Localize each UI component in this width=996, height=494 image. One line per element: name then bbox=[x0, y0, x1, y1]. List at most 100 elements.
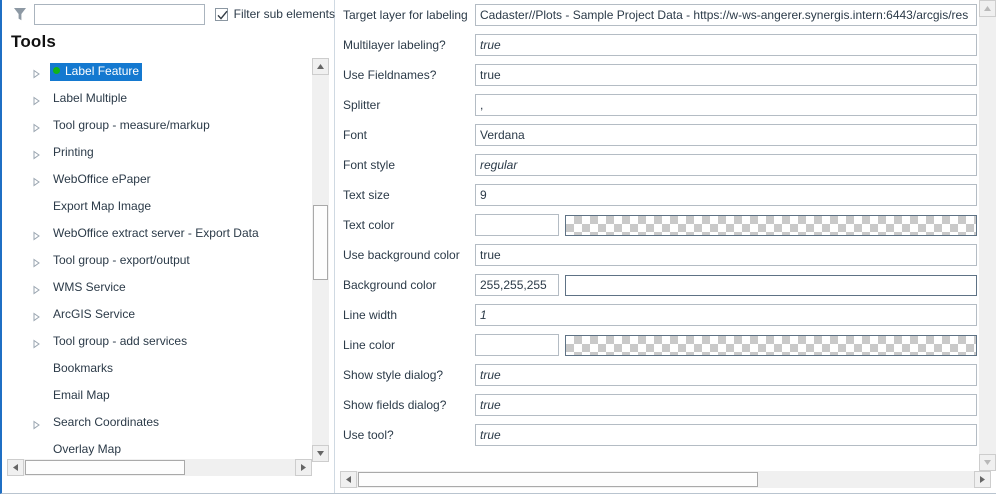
color-value-field-text-color[interactable] bbox=[475, 214, 559, 236]
property-label-background-color: Background color bbox=[343, 278, 437, 292]
filter-input[interactable] bbox=[34, 3, 205, 25]
tree-item-label: Tool group - measure/markup bbox=[50, 117, 213, 135]
scroll-left-button[interactable] bbox=[7, 459, 24, 476]
tree-item-text: Search Coordinates bbox=[53, 414, 160, 429]
tree-item-text: Tool group - export/output bbox=[53, 252, 190, 267]
tree-item-label-feature[interactable]: Label Feature bbox=[2, 58, 312, 85]
property-label-text-size: Text size bbox=[343, 188, 390, 202]
tree-item-tool-group-add-services[interactable]: Tool group - add services bbox=[2, 328, 312, 355]
tree-item-label: Tool group - export/output bbox=[50, 252, 193, 270]
tree-item-email-map[interactable]: Email Map bbox=[2, 382, 312, 409]
tree-item-label: WMS Service bbox=[50, 279, 129, 297]
property-value-use-background-color[interactable]: true bbox=[475, 244, 977, 266]
tree-item-tool-group-measure-markup[interactable]: Tool group - measure/markup bbox=[2, 112, 312, 139]
expand-arrow-icon[interactable] bbox=[32, 67, 41, 78]
expand-arrow-icon[interactable] bbox=[32, 175, 41, 186]
color-value-field-line-color[interactable] bbox=[475, 334, 559, 356]
tree-hscroll-thumb[interactable] bbox=[25, 460, 185, 475]
tree-item-printing[interactable]: Printing bbox=[2, 139, 312, 166]
scroll-down-button[interactable] bbox=[312, 445, 329, 462]
expand-arrow-icon[interactable] bbox=[32, 283, 41, 294]
expand-arrow-icon[interactable] bbox=[32, 418, 41, 429]
properties-horizontal-scrollbar[interactable] bbox=[340, 471, 991, 488]
tree-item-label: Bookmarks bbox=[50, 360, 116, 378]
tree-item-text: Tool group - measure/markup bbox=[53, 117, 210, 132]
property-value-target-layer-for-labeling[interactable]: Cadaster//Plots - Sample Project Data - … bbox=[475, 4, 977, 26]
color-value-field-background-color[interactable]: 255,255,255 bbox=[475, 274, 559, 296]
expand-arrow-icon[interactable] bbox=[32, 121, 41, 132]
property-value-line-width[interactable]: 1 bbox=[475, 304, 977, 326]
expand-arrow-icon[interactable] bbox=[32, 229, 41, 240]
triangle-up-icon bbox=[317, 64, 324, 69]
filter-sub-elements-checkbox[interactable] bbox=[214, 7, 228, 21]
property-label-use-tool: Use tool? bbox=[343, 428, 394, 442]
expand-arrow-icon[interactable] bbox=[32, 148, 41, 159]
expand-arrow-icon[interactable] bbox=[32, 337, 41, 348]
properties-vertical-scrollbar[interactable] bbox=[979, 0, 996, 471]
properties-scroll-up-button[interactable] bbox=[979, 0, 996, 17]
tree-item-label: Email Map bbox=[50, 387, 113, 405]
property-label-multilayer-labeling: Multilayer labeling? bbox=[343, 38, 446, 52]
property-row-text-color: Text color bbox=[335, 210, 979, 240]
tree-item-overlay-map[interactable]: Overlay Map bbox=[2, 436, 312, 462]
tree-item-weboffice-extract-server-export-data[interactable]: WebOffice extract server - Export Data bbox=[2, 220, 312, 247]
tree-item-text: WMS Service bbox=[53, 279, 126, 294]
filter-sub-elements-label: Filter sub elements bbox=[233, 7, 335, 21]
expand-arrow-icon[interactable] bbox=[32, 310, 41, 321]
property-label-use-fieldnames: Use Fieldnames? bbox=[343, 68, 437, 82]
triangle-right-icon bbox=[301, 464, 306, 471]
property-value-use-tool[interactable]: true bbox=[475, 424, 977, 446]
property-value-text-size[interactable]: 9 bbox=[475, 184, 977, 206]
properties-scroll-right-button[interactable] bbox=[974, 471, 991, 488]
color-swatch-text-color[interactable] bbox=[565, 214, 977, 236]
property-value-show-fields-dialog[interactable]: true bbox=[475, 394, 977, 416]
property-label-line-color: Line color bbox=[343, 338, 396, 352]
tree-item-text: ArcGIS Service bbox=[53, 306, 136, 321]
tree-horizontal-scrollbar[interactable] bbox=[7, 459, 312, 476]
property-row-line-color: Line color bbox=[335, 330, 979, 360]
filter-sub-elements-checkbox-wrap[interactable]: Filter sub elements bbox=[214, 7, 335, 21]
tree-vertical-scrollbar[interactable] bbox=[312, 58, 329, 462]
tree-item-weboffice-epaper[interactable]: WebOffice ePaper bbox=[2, 166, 312, 193]
tree-item-label-multiple[interactable]: Label Multiple bbox=[2, 85, 312, 112]
expand-arrow-icon[interactable] bbox=[32, 256, 41, 267]
color-swatch-line-color[interactable] bbox=[565, 334, 977, 356]
property-value-font-style[interactable]: regular bbox=[475, 154, 977, 176]
tree-item-tool-group-export-output[interactable]: Tool group - export/output bbox=[2, 247, 312, 274]
property-label-splitter: Splitter bbox=[343, 98, 381, 112]
property-label-text-color: Text color bbox=[343, 218, 395, 232]
expand-arrow-icon[interactable] bbox=[32, 94, 41, 105]
property-label-show-fields-dialog: Show fields dialog? bbox=[343, 398, 447, 412]
tree-item-text: Email Map bbox=[53, 387, 110, 402]
properties-scroll-left-button[interactable] bbox=[340, 471, 357, 488]
tree-item-export-map-image[interactable]: Export Map Image bbox=[2, 193, 312, 220]
property-value-multilayer-labeling[interactable]: true bbox=[475, 34, 977, 56]
filter-bar: Filter sub elements bbox=[2, 0, 335, 28]
properties-scroll-down-button[interactable] bbox=[979, 454, 996, 471]
tree-item-label: Label Feature bbox=[50, 62, 143, 81]
property-value-font[interactable]: Verdana bbox=[475, 124, 977, 146]
tree-item-label: Tool group - add services bbox=[50, 333, 190, 351]
tree-item-search-coordinates[interactable]: Search Coordinates bbox=[2, 409, 312, 436]
tree-item-label: Overlay Map bbox=[50, 441, 124, 459]
properties-hscroll-thumb[interactable] bbox=[358, 472, 758, 487]
tree-item-label: ArcGIS Service bbox=[50, 306, 138, 324]
tree-item-label: Printing bbox=[50, 144, 97, 162]
tree-scroll-thumb[interactable] bbox=[313, 205, 328, 280]
property-row-use-tool: Use tool? true bbox=[335, 420, 979, 450]
scroll-up-button[interactable] bbox=[312, 58, 329, 75]
tree-item-text: Label Feature bbox=[65, 63, 140, 78]
tree-item-bookmarks[interactable]: Bookmarks bbox=[2, 355, 312, 382]
tree-item-text: WebOffice ePaper bbox=[53, 171, 151, 186]
property-value-splitter[interactable]: , bbox=[475, 94, 977, 116]
property-value-show-style-dialog[interactable]: true bbox=[475, 364, 977, 386]
property-value-use-fieldnames[interactable]: true bbox=[475, 64, 977, 86]
color-swatch-background-color[interactable] bbox=[565, 274, 977, 296]
tree-item-arcgis-service[interactable]: ArcGIS Service bbox=[2, 301, 312, 328]
tree-item-wms-service[interactable]: WMS Service bbox=[2, 274, 312, 301]
scroll-right-button[interactable] bbox=[295, 459, 312, 476]
